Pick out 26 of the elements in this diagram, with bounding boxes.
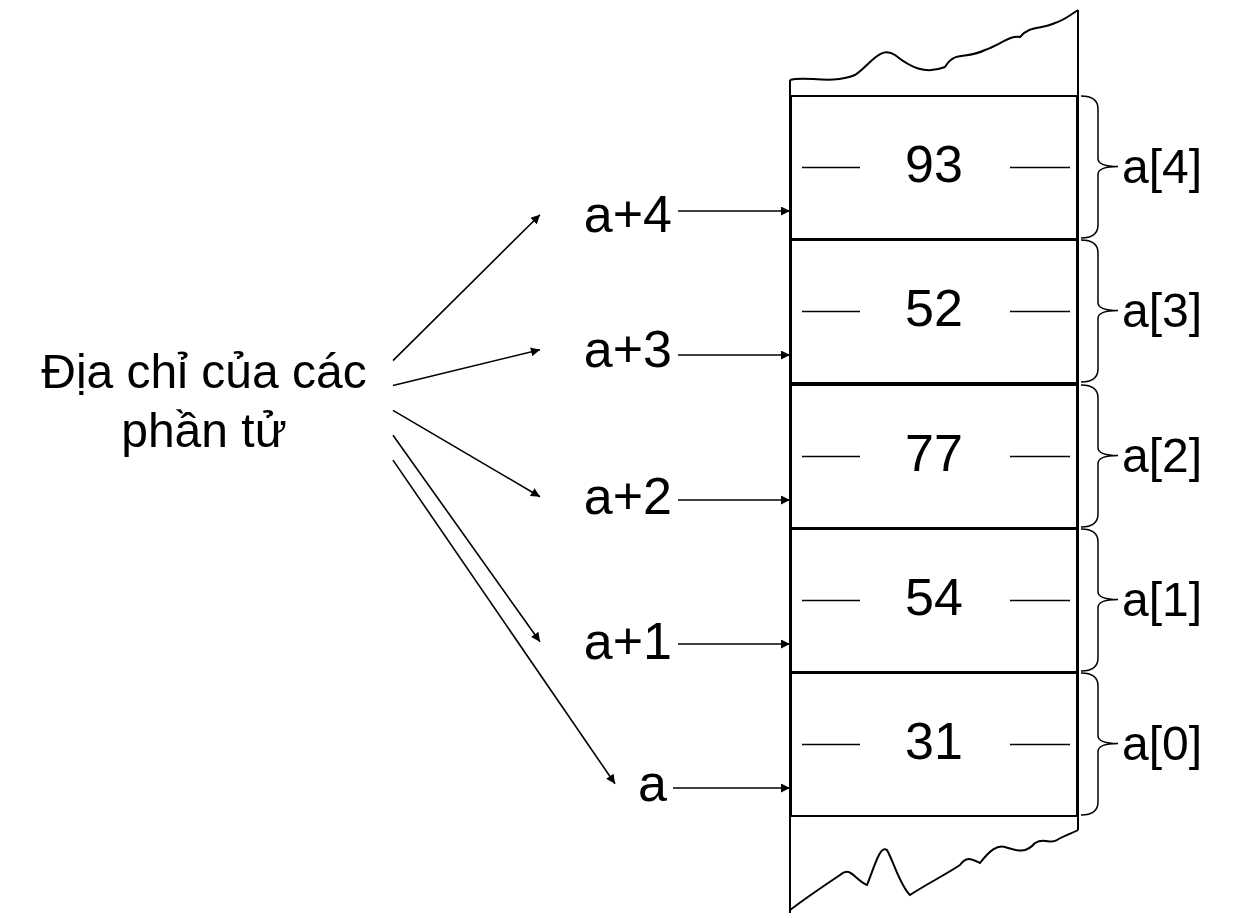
memory-cell <box>790 528 1078 673</box>
arrow <box>677 639 791 649</box>
index-label: a[1] <box>1122 571 1203 628</box>
memory-cell <box>790 95 1078 240</box>
arrow <box>392 409 541 498</box>
index-label: a[4] <box>1122 138 1203 195</box>
address-label: a <box>615 752 667 816</box>
arrow <box>392 459 616 785</box>
address-label: a+4 <box>540 183 672 247</box>
arrow <box>392 213 541 362</box>
arrow <box>677 350 791 360</box>
index-label: a[3] <box>1122 282 1203 339</box>
arrow <box>392 347 541 387</box>
address-label: a+3 <box>540 318 672 382</box>
arrow <box>392 434 541 643</box>
address-label: a+1 <box>540 610 672 674</box>
index-label: a[0] <box>1122 715 1203 772</box>
index-label: a[2] <box>1122 427 1203 484</box>
memory-cell <box>790 239 1078 384</box>
arrow <box>677 495 791 505</box>
memory-cell <box>790 384 1078 529</box>
arrow <box>672 783 791 793</box>
memory-cell <box>790 672 1078 817</box>
arrow <box>677 206 791 216</box>
address-label: a+2 <box>540 465 672 529</box>
caption-text: Địa chỉ của các phần tử <box>15 343 393 461</box>
